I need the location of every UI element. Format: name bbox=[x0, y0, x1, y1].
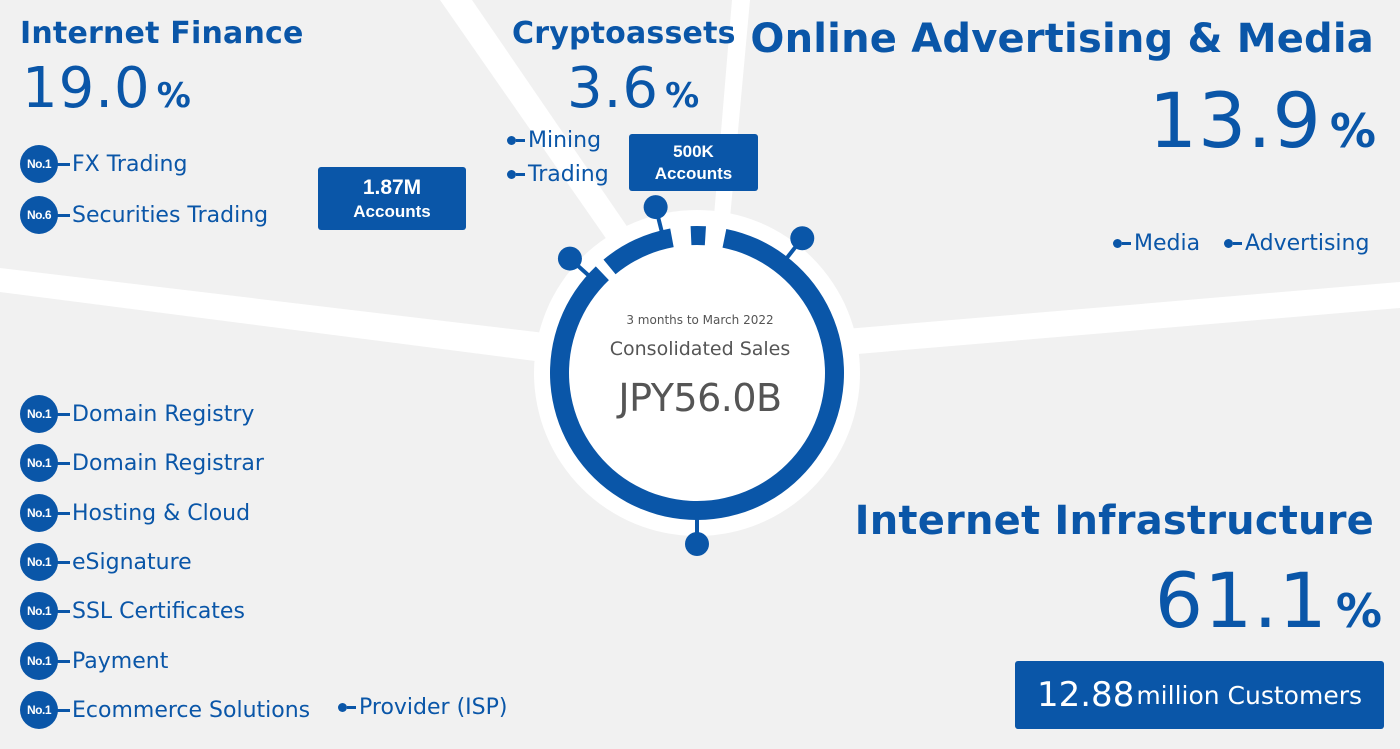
customers-value: 12.88 bbox=[1036, 675, 1135, 715]
donut-ring bbox=[550, 226, 844, 521]
internet-infrastructure-title: Internet Infrastructure bbox=[854, 498, 1374, 544]
rank-item-label: Hosting & Cloud bbox=[72, 500, 251, 526]
bullet-dot bbox=[1224, 239, 1233, 248]
bullet-dot bbox=[1113, 239, 1122, 248]
pin-dot bbox=[643, 195, 668, 220]
bullet-dot bbox=[338, 703, 347, 712]
internet-finance-percent: 19.0% bbox=[22, 56, 191, 121]
connector-line bbox=[56, 659, 70, 663]
item-label: Media bbox=[1134, 231, 1201, 256]
rank-item-label: Payment bbox=[72, 648, 169, 674]
rank-item-label: Ecommerce Solutions bbox=[72, 697, 311, 723]
customers-box: 12.88 million Customers bbox=[1015, 661, 1384, 729]
bullet-line bbox=[1233, 242, 1242, 245]
internet-finance-percent-value: 19.0 bbox=[22, 56, 151, 121]
bullet-line bbox=[516, 173, 525, 176]
item-label: Provider (ISP) bbox=[359, 695, 508, 720]
rank-badge: No.1 bbox=[20, 395, 58, 433]
center-label: Consolidated Sales bbox=[609, 338, 791, 360]
accounts-label: Accounts bbox=[654, 163, 733, 183]
customers-unit: million Customers bbox=[1136, 680, 1363, 710]
bullet-dot bbox=[507, 170, 516, 179]
cryptoassets-percent: 3.6% bbox=[567, 56, 699, 121]
rank-item-label: Domain Registry bbox=[72, 401, 255, 427]
internet-infrastructure-percent: 61.1% bbox=[1155, 556, 1382, 645]
percent-sign: % bbox=[665, 76, 700, 116]
center-value: JPY56.0B bbox=[618, 376, 782, 420]
accounts-value: 500K bbox=[673, 142, 714, 162]
crypto-item-mining: Mining bbox=[507, 128, 601, 153]
bullet-line bbox=[1122, 242, 1131, 245]
cryptoassets-title: Cryptoassets bbox=[512, 16, 736, 51]
rank-badge: No.6 bbox=[20, 196, 58, 234]
pin-dot bbox=[790, 226, 815, 251]
divider-line bbox=[0, 268, 620, 372]
rank-badge: No.1 bbox=[20, 642, 58, 680]
percent-sign: % bbox=[1329, 104, 1376, 158]
item-label: Mining bbox=[528, 128, 602, 153]
pin-dot bbox=[557, 246, 582, 271]
rank-item-label: SSL Certificates bbox=[72, 598, 245, 624]
connector-line bbox=[56, 213, 70, 217]
cryptoassets-percent-value: 3.6 bbox=[567, 56, 660, 121]
internet-infrastructure-percent-value: 61.1 bbox=[1154, 556, 1328, 645]
donut-segment bbox=[690, 226, 706, 246]
rank-item: No.1 Hosting & Cloud bbox=[20, 494, 251, 532]
infra-item-provider-isp: Provider (ISP) bbox=[338, 695, 507, 720]
connector-line bbox=[56, 560, 70, 564]
rank-item-fx-trading: No.1 FX Trading bbox=[20, 145, 188, 183]
donut-segment bbox=[603, 228, 674, 275]
rank-item-label: Securities Trading bbox=[72, 202, 269, 228]
item-label: Trading bbox=[528, 162, 609, 187]
bullet-dot bbox=[507, 136, 516, 145]
accounts-label: Accounts bbox=[353, 202, 431, 221]
divider-line bbox=[810, 282, 1400, 358]
bullet-line bbox=[347, 706, 356, 709]
crypto-accounts-box: 500K Accounts bbox=[629, 134, 758, 191]
rank-badge: No.1 bbox=[20, 444, 58, 482]
rank-item: No.1 eSignature bbox=[20, 543, 192, 581]
connector-line bbox=[56, 461, 70, 465]
internet-finance-title: Internet Finance bbox=[20, 16, 304, 51]
percent-sign: % bbox=[156, 76, 191, 116]
rank-item: No.1 Domain Registry bbox=[20, 395, 255, 433]
rank-item: No.1 Domain Registrar bbox=[20, 444, 264, 482]
rank-badge: No.1 bbox=[20, 543, 58, 581]
divider-lines bbox=[0, 0, 1400, 372]
media-item-advertising: Advertising bbox=[1224, 231, 1369, 256]
rank-item-label: Domain Registrar bbox=[72, 450, 264, 476]
connector-line bbox=[56, 162, 70, 166]
rank-item-label: FX Trading bbox=[72, 151, 188, 177]
connector-line bbox=[56, 511, 70, 515]
accounts-value: 1.87M bbox=[362, 175, 422, 199]
connector-line bbox=[56, 708, 70, 712]
connector-line bbox=[56, 609, 70, 613]
rank-badge: No.1 bbox=[20, 145, 58, 183]
rank-item-label: eSignature bbox=[72, 549, 192, 575]
center-period: 3 months to March 2022 bbox=[626, 313, 774, 327]
rank-badge: No.1 bbox=[20, 494, 58, 532]
rank-item: No.1 Payment bbox=[20, 642, 169, 680]
donut-inner-disc bbox=[572, 248, 822, 498]
pin-dot bbox=[685, 532, 709, 556]
online-advertising-media-percent: 13.9% bbox=[1149, 76, 1376, 165]
rank-item: No.1 Ecommerce Solutions bbox=[20, 691, 311, 729]
finance-accounts-box: 1.87M Accounts bbox=[318, 167, 466, 230]
crypto-item-trading: Trading bbox=[507, 162, 609, 187]
rank-badge: No.1 bbox=[20, 691, 58, 729]
percent-sign: % bbox=[1335, 584, 1382, 638]
donut-pins bbox=[557, 195, 815, 556]
rank-item-securities-trading: No.6 Securities Trading bbox=[20, 196, 269, 234]
divider-line bbox=[440, 0, 650, 270]
bullet-line bbox=[516, 139, 525, 142]
rank-badge: No.1 bbox=[20, 592, 58, 630]
online-advertising-media-title: Online Advertising & Media bbox=[750, 16, 1374, 62]
connector-line bbox=[56, 412, 70, 416]
item-label: Advertising bbox=[1245, 231, 1370, 256]
media-item-media: Media bbox=[1113, 231, 1200, 256]
online-advertising-media-percent-value: 13.9 bbox=[1148, 76, 1322, 165]
rank-item: No.1 SSL Certificates bbox=[20, 592, 245, 630]
